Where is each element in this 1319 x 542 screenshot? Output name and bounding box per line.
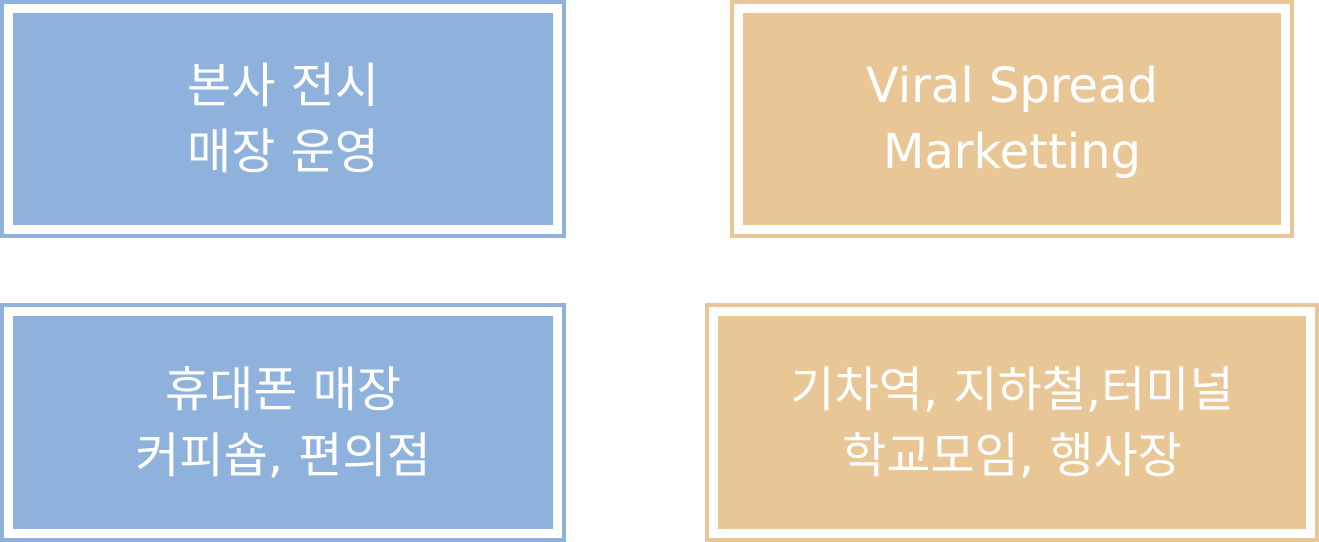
box-line: 본사 전시: [187, 58, 379, 114]
box-line: Marketting: [882, 124, 1142, 180]
box-retail-locations: 휴대폰 매장 커피숍, 편의점: [0, 303, 566, 542]
box-line: 커피숍, 편의점: [135, 427, 431, 484]
box-content: 본사 전시 매장 운영: [13, 13, 553, 225]
box-content: 휴대폰 매장 커피숍, 편의점: [13, 316, 553, 529]
box-public-venues: 기차역, 지하철,터미널 학교모임, 행사장: [705, 303, 1319, 542]
box-line: 휴대폰 매장: [164, 361, 402, 418]
box-content: 기차역, 지하철,터미널 학교모임, 행사장: [718, 316, 1306, 529]
box-line: 기차역, 지하철,터미널: [790, 361, 1234, 418]
box-content: Viral Spread Marketting: [743, 13, 1281, 225]
box-line: Viral Spread: [866, 58, 1158, 114]
box-headquarters-showroom: 본사 전시 매장 운영: [0, 0, 566, 238]
box-line: 매장 운영: [187, 124, 379, 180]
box-line: 학교모임, 행사장: [842, 427, 1182, 484]
box-viral-marketing: Viral Spread Marketting: [730, 0, 1294, 238]
